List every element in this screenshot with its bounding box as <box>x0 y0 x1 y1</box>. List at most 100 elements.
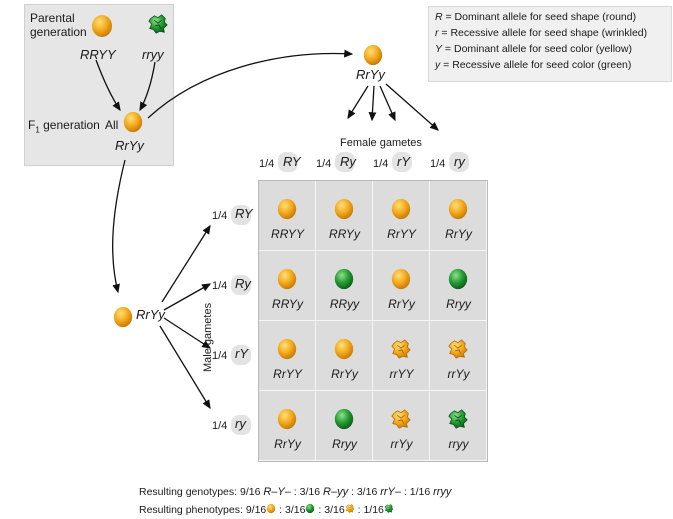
phenotype-ratio: 9/16 <box>245 504 267 516</box>
cell-genotype: Rryy <box>446 297 471 311</box>
phenotype-ratio: 3/16 <box>285 504 306 516</box>
cell-genotype: RrYy <box>388 297 415 311</box>
male-gamete-freq: 1/4 <box>212 210 228 222</box>
parent-round-yellow-seed-icon <box>92 15 112 37</box>
resulting-phenotypes: Resulting phenotypes: 9/16 : 3/16 : 3/16… <box>139 503 394 517</box>
genotype-class: R–Y– <box>263 486 291 498</box>
punnett-cell: RRYy <box>316 181 373 251</box>
wrinkled-yellow-seed-icon <box>448 339 468 359</box>
female-gametes-title: Female gametes <box>340 137 422 149</box>
male-gamete-allele: RY <box>235 206 253 221</box>
round-yellow-seed-icon <box>391 198 411 220</box>
wrinkled-yellow-seed-icon <box>345 504 355 513</box>
male-gamete-bubble <box>231 275 251 295</box>
phenotype-separator: : <box>315 504 325 516</box>
resulting-genotypes: Resulting genotypes: 9/16 R–Y– : 3/16 R–… <box>139 486 452 498</box>
punnett-cell: rrYy <box>373 391 430 461</box>
f1-all-label: All <box>105 118 119 132</box>
cell-genotype: rrYy <box>390 437 413 451</box>
female-parent-seed-icon <box>363 44 383 66</box>
genotype-ratio: 3/16 <box>356 486 378 498</box>
male-gamete-allele: ry <box>235 416 246 431</box>
genotype-separator: : <box>400 486 410 498</box>
genotype-class: R–yy <box>323 486 349 498</box>
wrinkled-green-seed-icon <box>384 504 394 513</box>
f1-round-yellow-seed-icon <box>123 111 143 133</box>
round-yellow-seed-icon <box>267 503 276 514</box>
parent-wrinkled-green-seed-icon <box>148 14 168 34</box>
female-gamete-allele: rY <box>397 154 410 169</box>
punnett-cell: RrYy <box>316 321 373 391</box>
legend-row-r: r = Recessive allele for seed shape (wri… <box>435 27 648 39</box>
cell-genotype: RrYy <box>445 227 472 241</box>
female-gamete-freq: 1/4 <box>316 158 332 170</box>
genotype-class: rrY– <box>380 486 401 498</box>
cell-genotype: RRyy <box>329 297 360 311</box>
genotype-ratio: 3/16 <box>299 486 321 498</box>
female-gamete-freq: 1/4 <box>373 158 389 170</box>
punnett-cell: rrYY <box>373 321 430 391</box>
round-yellow-seed-icon <box>334 338 354 360</box>
cell-genotype: rrYy <box>447 367 470 381</box>
punnett-cell: RRYY <box>259 181 316 251</box>
parent-genotype-a: RRYY <box>80 47 116 62</box>
female-gamete-bubble <box>449 152 469 172</box>
male-gamete-bubble <box>231 415 251 435</box>
wrinkled-green-seed-icon <box>448 409 468 429</box>
female-gamete-allele: Ry <box>340 154 356 169</box>
legend-row-y: y = Recessive allele for seed color (gre… <box>435 59 632 71</box>
round-yellow-seed-icon <box>448 198 468 220</box>
round-green-seed-icon <box>334 268 354 290</box>
cell-genotype: RRYy <box>272 297 303 311</box>
parental-label-line2: generation <box>30 25 87 39</box>
punnett-cell: rryy <box>430 391 487 461</box>
parent-genotype-b: rryy <box>142 47 164 62</box>
female-gamete-freq: 1/4 <box>259 158 275 170</box>
male-parent-genotype: RrYy <box>136 307 165 322</box>
genotype-separator: : <box>348 486 357 498</box>
male-gamete-freq: 1/4 <box>212 420 228 432</box>
cell-genotype: RrYy <box>274 437 301 451</box>
cell-genotype: Rryy <box>332 437 357 451</box>
wrinkled-yellow-seed-icon <box>391 409 411 429</box>
cell-genotype: RrYY <box>387 227 416 241</box>
punnett-cell: Rryy <box>430 251 487 321</box>
female-gamete-allele: ry <box>454 154 465 169</box>
cell-genotype: RRYy <box>329 227 360 241</box>
male-gamete-freq: 1/4 <box>212 280 228 292</box>
round-yellow-seed-icon <box>334 198 354 220</box>
f1-generation-label: F1 generation <box>28 118 100 135</box>
cell-genotype: RrYY <box>273 367 302 381</box>
male-gamete-freq: 1/4 <box>212 350 228 362</box>
legend-row-R: R = Dominant allele for seed shape (roun… <box>435 11 637 23</box>
cell-genotype: RRYY <box>271 227 304 241</box>
round-yellow-seed-icon <box>277 408 297 430</box>
punnett-cell: RrYy <box>373 251 430 321</box>
genotype-ratio: 9/16 <box>240 486 261 498</box>
phenotype-ratio: 1/16 <box>363 504 384 516</box>
parental-label-line1: Parental <box>30 11 75 25</box>
male-gamete-bubble <box>231 205 251 225</box>
genotype-ratio: 1/16 <box>409 486 431 498</box>
female-gamete-freq: 1/4 <box>430 158 446 170</box>
punnett-cell: Rryy <box>316 391 373 461</box>
genotype-separator: : <box>290 486 300 498</box>
round-yellow-seed-icon <box>277 268 297 290</box>
round-yellow-seed-icon <box>277 198 297 220</box>
phenotype-separator: : <box>276 504 286 516</box>
phenotype-separator: : <box>354 504 364 516</box>
female-gamete-bubble <box>278 152 298 172</box>
punnett-cell: RrYY <box>259 321 316 391</box>
round-green-seed-icon <box>306 503 315 514</box>
female-gamete-bubble <box>335 152 355 172</box>
punnett-cell: RRyy <box>316 251 373 321</box>
male-parent-seed-icon <box>113 306 133 328</box>
punnett-cell: RrYY <box>373 181 430 251</box>
punnett-cell: rrYy <box>430 321 487 391</box>
cell-genotype: rryy <box>448 437 469 451</box>
punnett-cell: RrYy <box>430 181 487 251</box>
male-gamete-allele: Ry <box>235 276 251 291</box>
female-parent-genotype: RrYy <box>356 67 385 82</box>
allele-legend: R = Dominant allele for seed shape (roun… <box>428 6 672 82</box>
genotype-class: rryy <box>433 486 452 498</box>
